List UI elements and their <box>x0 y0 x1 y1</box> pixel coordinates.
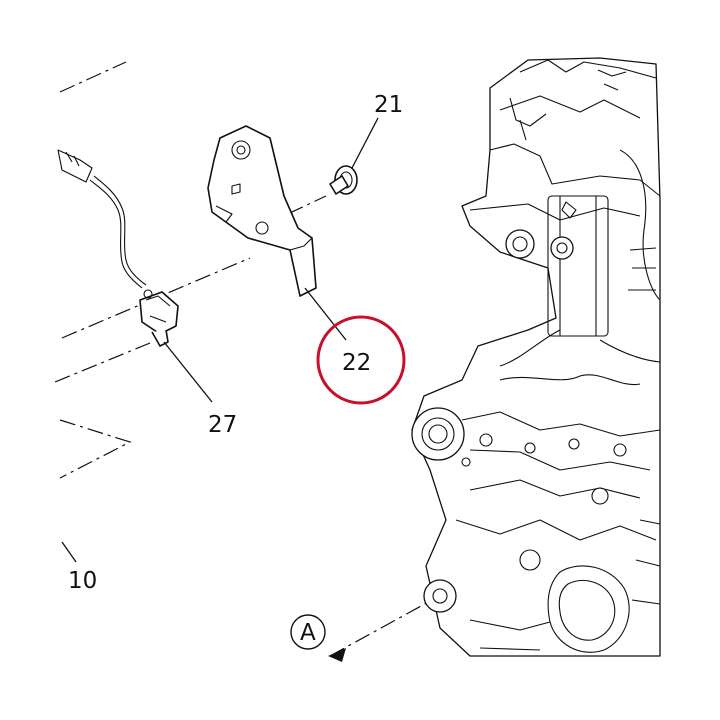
highlight-circle <box>316 315 406 405</box>
callout-21: 21 <box>374 92 403 118</box>
engine-casting <box>411 57 661 657</box>
callout-10: 10 <box>68 568 97 594</box>
view-marker-a: A <box>290 614 346 662</box>
arrowhead-icon <box>328 648 346 662</box>
screw-part-21 <box>329 165 358 195</box>
view-marker-label: A <box>300 620 316 646</box>
callout-27: 27 <box>208 412 237 438</box>
sensor-part-27 <box>139 289 179 347</box>
leader-lines <box>61 117 379 563</box>
wire-harness <box>57 149 147 289</box>
bracket-part-22 <box>207 125 317 297</box>
callout-22: 22 <box>342 350 371 376</box>
